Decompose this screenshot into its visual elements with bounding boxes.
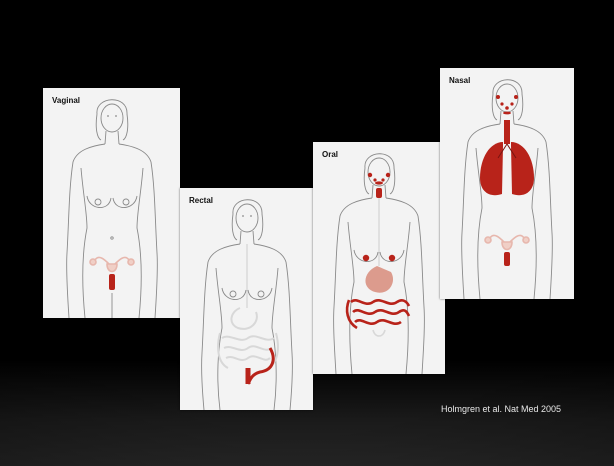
vaginal-label: Vaginal: [52, 96, 80, 105]
genital-tract-highlight: [504, 252, 510, 266]
rectal-route-panel: Rectal: [180, 188, 313, 410]
citation-text: Holmgren et al. Nat Med 2005: [441, 404, 561, 414]
nasal-tissue-highlight: [496, 95, 518, 114]
stomach-icon: [365, 266, 393, 293]
rectum-highlight: [248, 348, 273, 384]
intestines-icon: [218, 308, 278, 368]
uterus-faded-icon: [485, 235, 529, 249]
oral-label: Oral: [322, 150, 338, 159]
nasal-route-panel: Nasal: [440, 68, 574, 299]
oral-tissue-highlight: [368, 173, 390, 198]
oral-route-panel: Oral: [313, 142, 445, 374]
intestines-highlight: [347, 300, 409, 328]
nasal-label: Nasal: [449, 76, 470, 85]
trachea-icon: [504, 120, 510, 144]
vaginal-route-panel: Vaginal: [43, 88, 180, 318]
uterus-icon: [90, 257, 134, 271]
vaginal-mucosa-highlight: [109, 274, 115, 290]
lungs-icon: [480, 142, 534, 195]
female-body-vaginal-illustration: [43, 88, 180, 318]
female-body-nasal-illustration: [440, 68, 574, 299]
female-body-rectal-illustration: [180, 188, 313, 410]
rectal-label: Rectal: [189, 196, 213, 205]
female-body-oral-illustration: [313, 142, 445, 374]
